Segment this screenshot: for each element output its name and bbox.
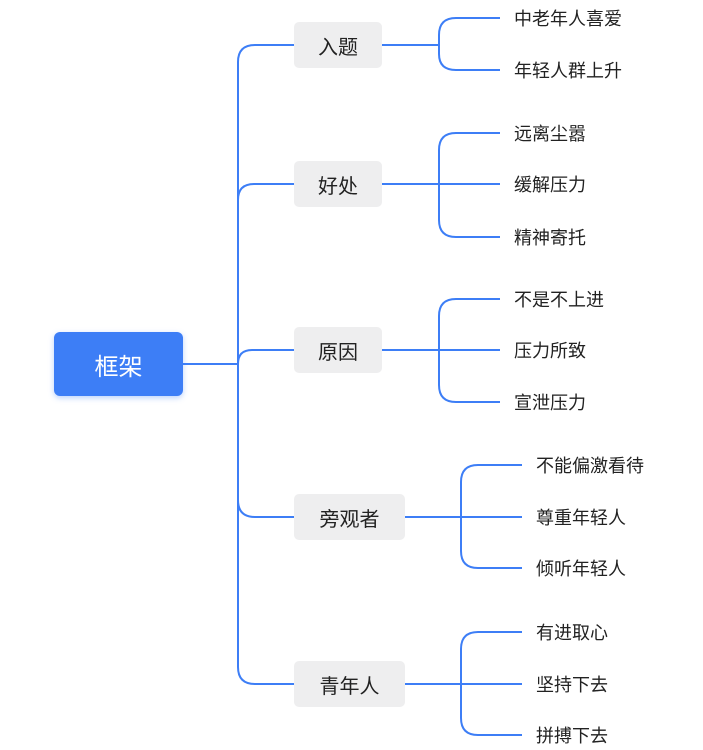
leaf-node[interactable]: 精神寄托	[514, 223, 586, 251]
branch-node-haochu[interactable]: 好处	[294, 161, 382, 207]
leaf-node[interactable]: 缓解压力	[514, 170, 586, 198]
leaf-node[interactable]: 宣泄压力	[514, 388, 586, 416]
trunk-line-lower	[237, 364, 294, 685]
leaf-label: 倾听年轻人	[536, 559, 626, 580]
leaf-node[interactable]: 倾听年轻人	[536, 554, 626, 582]
leaf-label: 宣泄压力	[514, 393, 586, 414]
leaf-label: 尊重年轻人	[536, 508, 626, 529]
leaf-node[interactable]: 年轻人群上升	[514, 56, 622, 84]
leaf-node[interactable]: 拼搏下去	[536, 721, 608, 749]
branch-label: 好处	[318, 173, 358, 198]
trunk-line	[237, 44, 294, 364]
branch-label: 青年人	[319, 673, 380, 698]
leaf-node[interactable]: 不是不上进	[514, 285, 604, 313]
trunk-to-haochu	[237, 183, 294, 201]
branch3-bracket	[438, 298, 500, 403]
leaf-label: 年轻人群上升	[514, 61, 622, 82]
branch5-bracket	[460, 631, 522, 736]
branch2-bracket	[438, 132, 500, 238]
leaf-label: 中老年人喜爱	[514, 9, 622, 30]
leaf-label: 有进取心	[536, 623, 608, 644]
leaf-node[interactable]: 有进取心	[536, 618, 608, 646]
leaf-node[interactable]: 坚持下去	[536, 670, 608, 698]
root-node[interactable]: 框架	[54, 332, 183, 396]
branch4-bracket	[460, 464, 522, 569]
branch-label: 原因	[318, 339, 358, 364]
branch1-bracket	[438, 17, 500, 71]
leaf-label: 拼搏下去	[536, 726, 608, 747]
leaf-node[interactable]: 压力所致	[514, 336, 586, 364]
leaf-label: 远离尘嚣	[514, 124, 586, 145]
leaf-label: 压力所致	[514, 341, 586, 362]
branch-node-rutI[interactable]: 入题	[294, 22, 382, 68]
leaf-label: 缓解压力	[514, 175, 586, 196]
trunk-to-yuanyin	[237, 349, 294, 365]
leaf-node[interactable]: 尊重年轻人	[536, 503, 626, 531]
leaf-node[interactable]: 中老年人喜爱	[514, 4, 622, 32]
leaf-label: 坚持下去	[536, 675, 608, 696]
leaf-label: 不是不上进	[514, 290, 604, 311]
branch-node-qingnianren[interactable]: 青年人	[294, 661, 405, 707]
leaf-label: 不能偏激看待	[536, 456, 644, 477]
leaf-label: 精神寄托	[514, 228, 586, 249]
branch-label: 旁观者	[319, 506, 380, 531]
leaf-node[interactable]: 远离尘嚣	[514, 119, 586, 147]
branch-node-pangguanzhe[interactable]: 旁观者	[294, 494, 405, 540]
root-label: 框架	[94, 352, 143, 381]
branch-label: 入题	[318, 34, 358, 59]
leaf-node[interactable]: 不能偏激看待	[536, 451, 644, 479]
trunk-to-pangguanzhe	[237, 499, 294, 518]
branch-node-yuanyin[interactable]: 原因	[294, 327, 382, 373]
